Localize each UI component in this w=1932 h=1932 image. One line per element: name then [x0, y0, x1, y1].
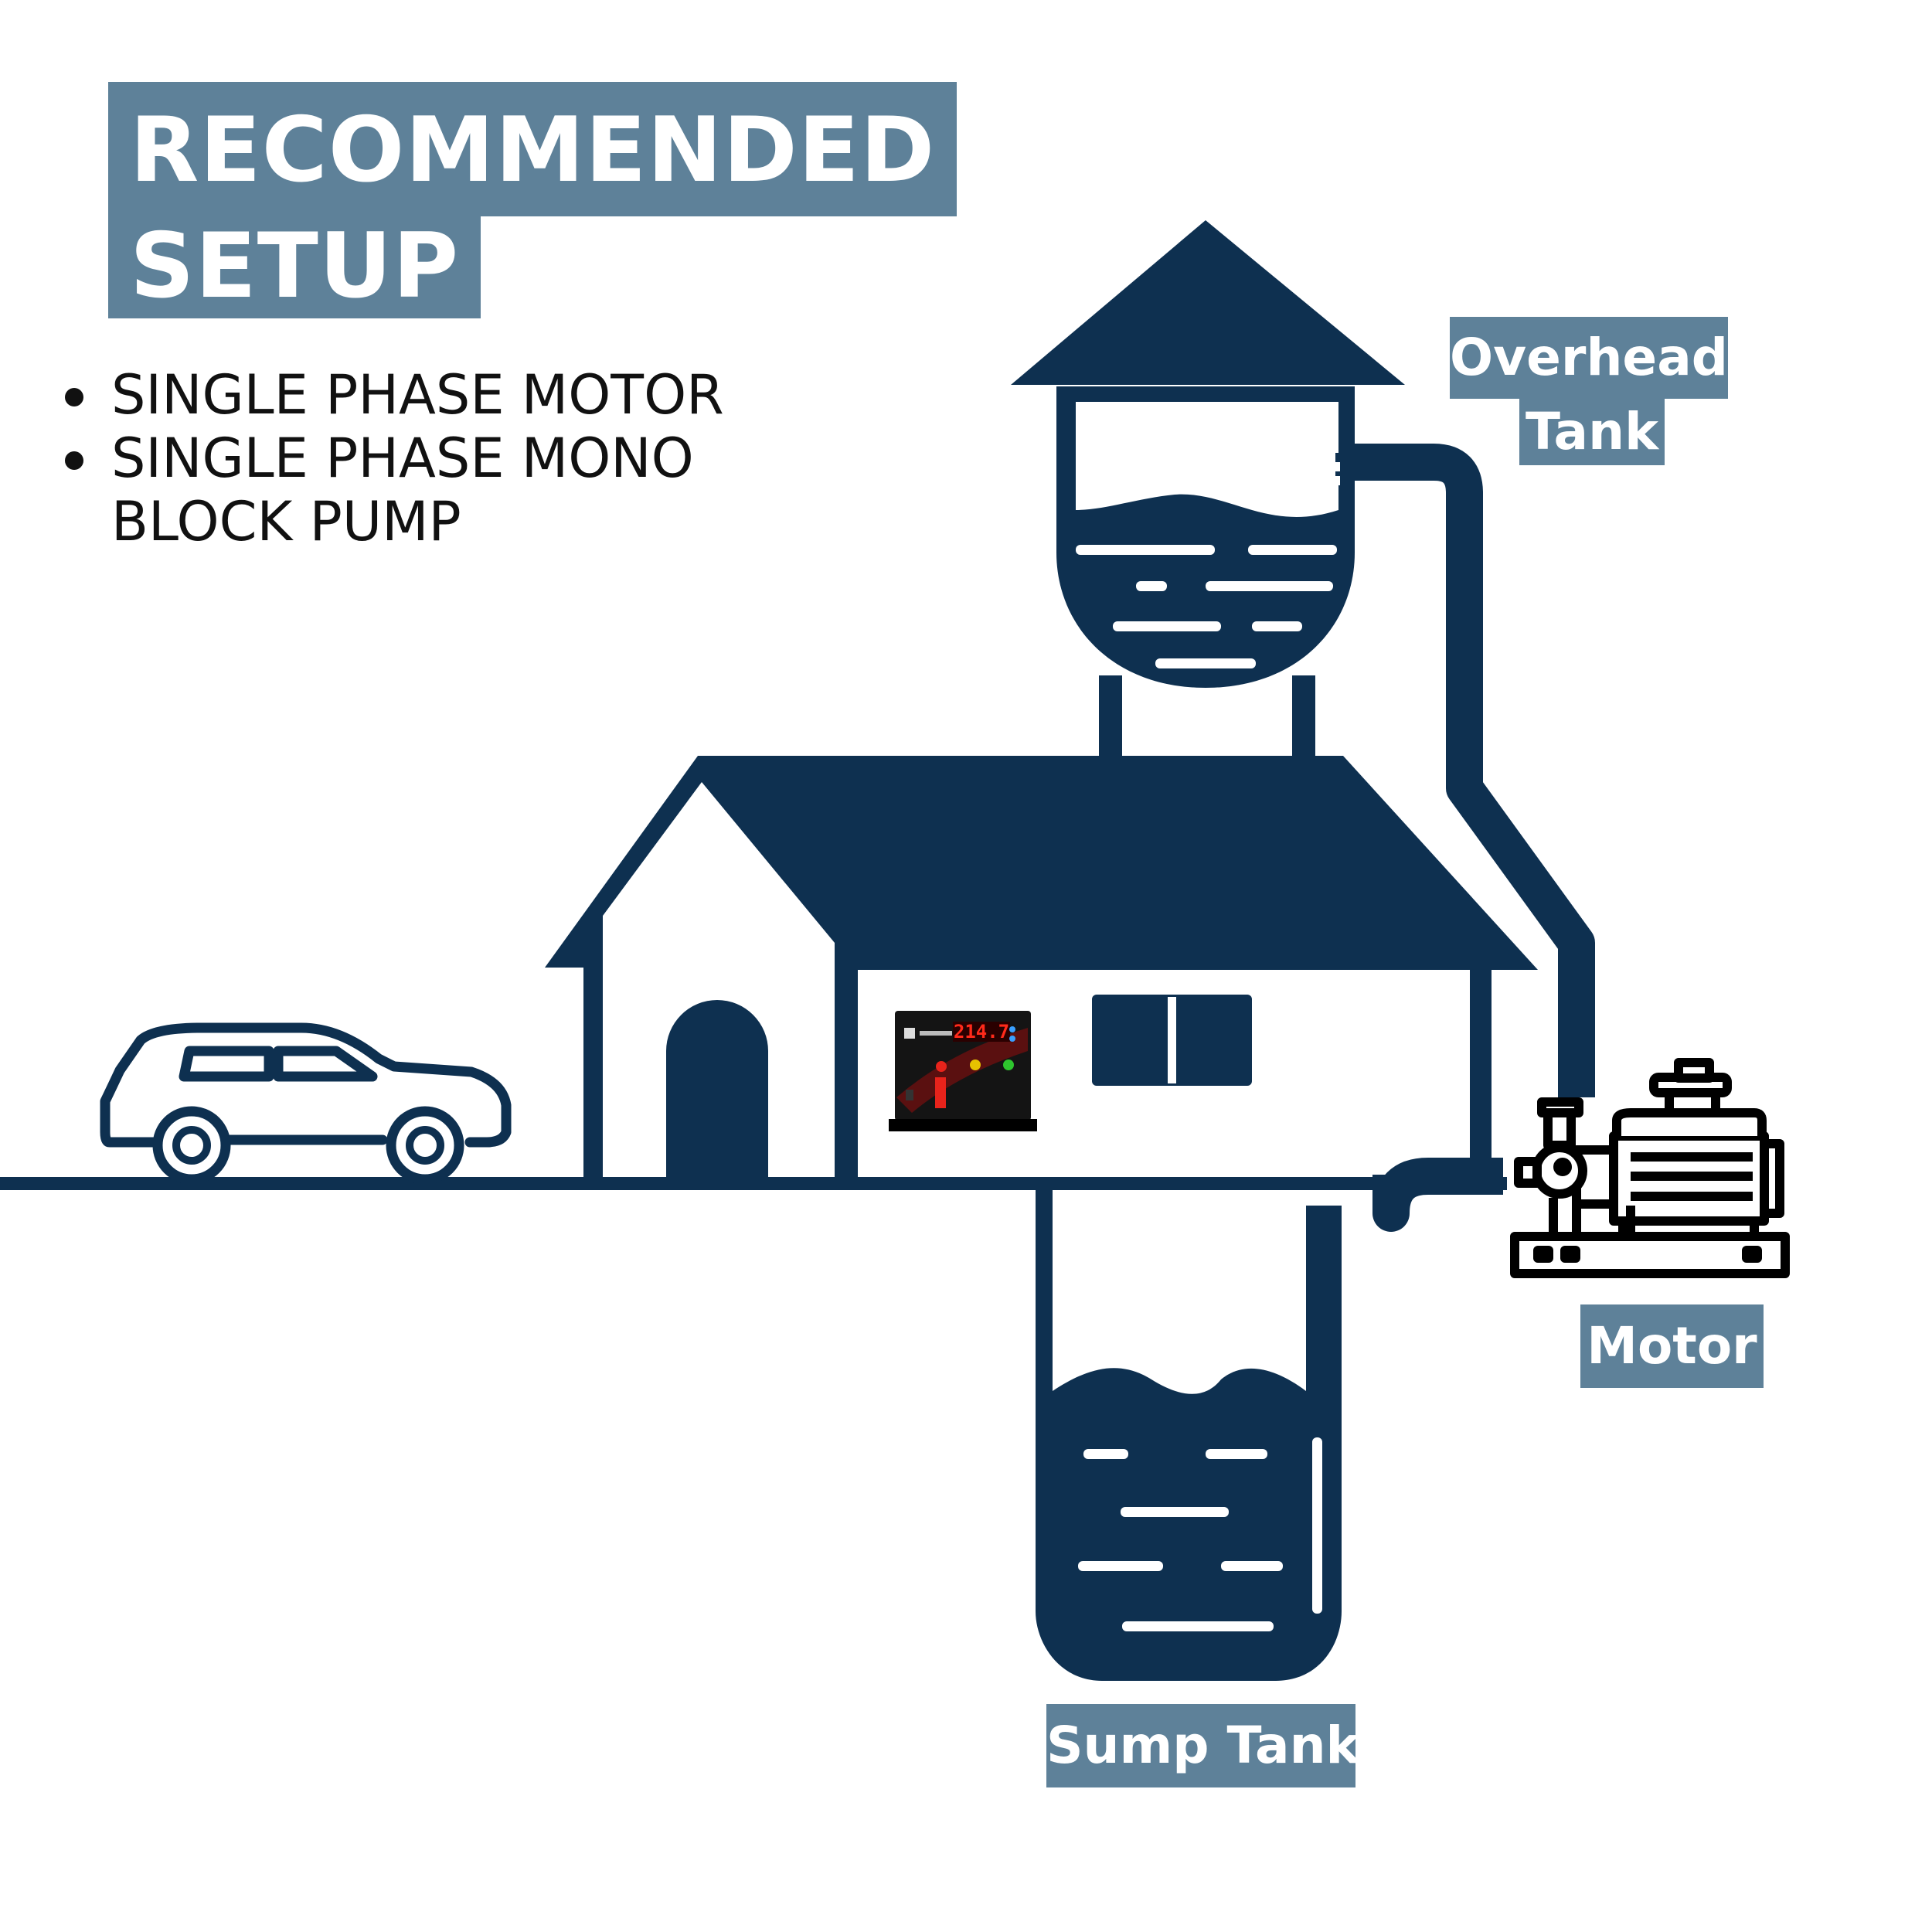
title-line-2: SETUP	[108, 216, 481, 318]
label-sump-tank: Sump Tank	[1046, 1704, 1359, 1787]
sump-tank-icon	[1036, 1190, 1342, 1681]
label-overhead-tank-line2: Tank	[1519, 399, 1665, 465]
tank-outlet	[1314, 444, 1340, 485]
bullet-list: SINGLE PHASE MOTOR SINGLE PHASE MONO BLO…	[60, 363, 776, 553]
label-motor: Motor	[1580, 1304, 1764, 1388]
pipe-line	[1335, 444, 1595, 1232]
title-line-1: RECOMMENDED	[108, 82, 957, 216]
overhead-tank-icon	[1011, 220, 1405, 760]
ground-line	[0, 1177, 1507, 1190]
bullet-item: SINGLE PHASE MONO BLOCK PUMP	[60, 427, 776, 553]
house-icon	[545, 756, 1538, 1182]
label-overhead-tank-line1: Overhead	[1450, 317, 1728, 399]
motor-pump-icon	[1510, 1058, 1790, 1278]
controller-display: 214.7	[954, 1021, 1009, 1043]
pump-controller-icon: 214.7	[889, 1011, 1037, 1131]
bullet-item: SINGLE PHASE MOTOR	[60, 363, 776, 427]
car-icon	[100, 1022, 512, 1185]
